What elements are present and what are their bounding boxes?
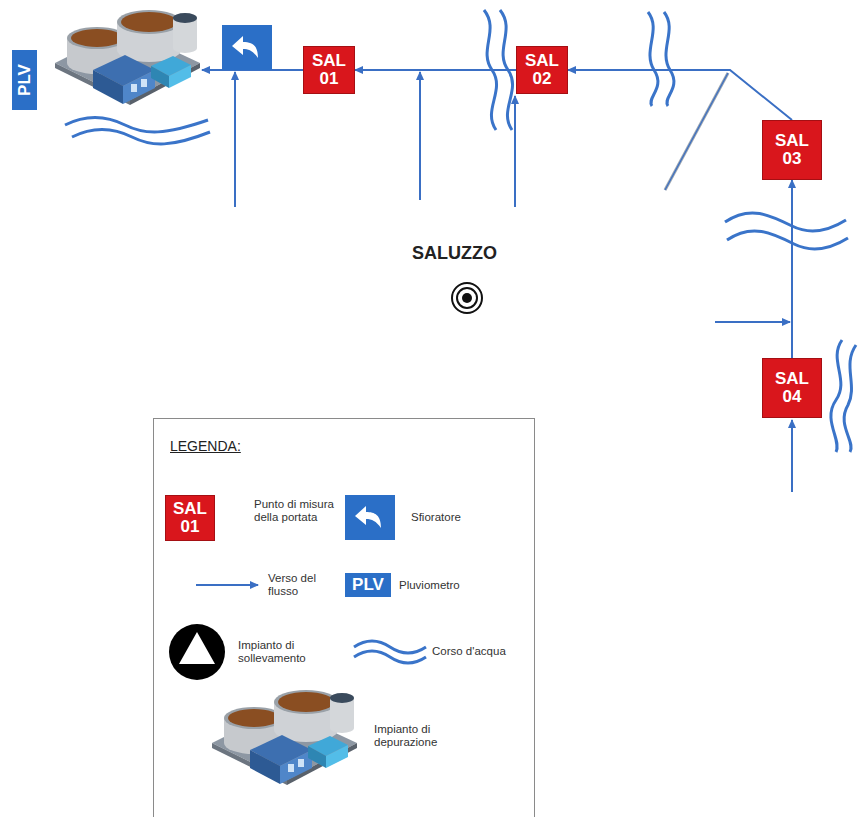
river: [484, 10, 856, 452]
node-label: SAL 03: [772, 132, 812, 168]
node-label: SAL 01: [309, 52, 349, 88]
node-label: PLV: [16, 64, 34, 96]
town-name: SALUZZO: [412, 243, 497, 264]
flow-arrow-sample: [196, 584, 258, 586]
sewer-line: [665, 73, 728, 190]
legend-text: Corso d'acqua: [432, 645, 530, 658]
sewer-line: [665, 73, 728, 190]
legend-text: Punto di misura della portata: [254, 498, 336, 524]
flow-meter-box: SAL 04: [762, 358, 822, 418]
sewer-connector: [355, 69, 516, 71]
pump-symbol: [169, 624, 225, 680]
legend-text: Impianto di depurazione: [374, 723, 464, 749]
legend-text: Impianto di sollevamento: [238, 639, 322, 665]
flow-meter-box: SAL 03: [762, 120, 822, 180]
river-sample: [354, 641, 426, 663]
rain-gauge-box: PLV: [12, 50, 37, 110]
legend-sample-box: SAL 01: [170, 500, 210, 536]
overflow-icon: [345, 495, 395, 540]
treatment-plant: [212, 690, 357, 785]
legend-sample-box: PLV: [345, 573, 391, 597]
sewer-connector: [791, 180, 793, 358]
town-symbol: [452, 283, 482, 313]
legend-text: Verso del flusso: [268, 572, 330, 598]
legend-heading: LEGENDA:: [170, 438, 241, 454]
node-label: SAL 02: [522, 52, 562, 88]
node-label: SAL 04: [772, 370, 812, 406]
legend-sample-box: SAL 01: [165, 495, 215, 541]
legend-frame: [154, 419, 535, 817]
legend-sample-box: PLV: [352, 575, 384, 595]
flow-meter-box: SAL 02: [516, 46, 568, 94]
treatment-plant: [55, 10, 200, 105]
legend-text: Pluviometro: [399, 579, 519, 592]
overflow-icon: [222, 25, 272, 70]
sewer-connector: [568, 70, 792, 120]
flow-meter-box: SAL 01: [303, 46, 355, 94]
legend-text: Sfioratore: [411, 511, 521, 524]
river: [72, 130, 210, 144]
river: [65, 118, 208, 132]
